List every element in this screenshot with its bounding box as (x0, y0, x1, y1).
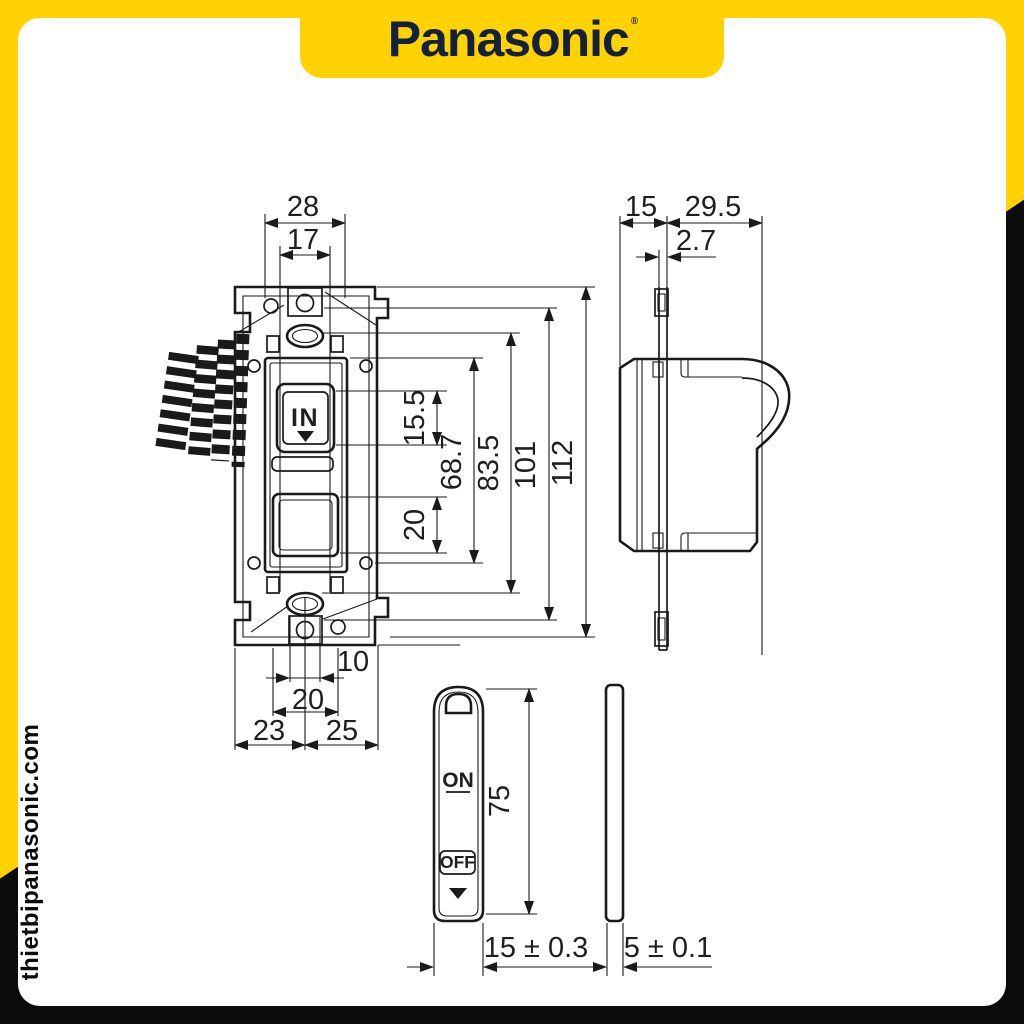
panasonic-logo: Panasonic (387, 11, 630, 67)
handle-on-label: ON (442, 769, 474, 792)
handle-profile-view: 5 ± 0.1 (582, 683, 712, 976)
in-button: IN (275, 382, 336, 454)
dim-10: 10 (337, 646, 369, 678)
in-button-label: IN (291, 404, 319, 432)
dim-15-5: 15.5 (399, 390, 431, 446)
down-arrow-icon (297, 431, 314, 442)
dim-68-7: 68.7 (436, 434, 468, 490)
registered-mark: ® (630, 15, 639, 27)
mounting-tabs (266, 335, 344, 594)
plate-inner-edge (242, 295, 370, 638)
dim-5-01: 5 ± 0.1 (624, 932, 712, 964)
module-frame (247, 356, 373, 574)
front-view-dimensions: 28 17 15.5 20 68.7 83.5 (234, 191, 595, 750)
brand-banner: Panasonic ® (300, 0, 724, 78)
latch-hook (741, 377, 779, 438)
dim-75: 75 (484, 785, 516, 817)
handle-outline (432, 685, 485, 923)
handle-hole (444, 692, 473, 715)
mounting-plate-outline (233, 285, 390, 647)
dim-23: 23 (253, 715, 285, 747)
side-body (618, 357, 791, 553)
dim-28: 28 (287, 191, 319, 223)
front-view: IN (155, 285, 390, 647)
side-flange (654, 287, 669, 651)
dim-15-03: 15 ± 0.3 (484, 932, 589, 964)
side-view-dimensions: 15 29.5 2.7 (619, 191, 763, 655)
dim-101: 101 (510, 441, 542, 489)
dim-25: 25 (326, 715, 358, 747)
side-view: 15 29.5 2.7 (618, 191, 791, 655)
dim-2-7: 2.7 (676, 225, 716, 257)
profile-dimensions: 5 ± 0.1 (582, 923, 712, 976)
dim-20-bottom: 20 (292, 684, 324, 716)
dim-83-5: 83.5 (473, 435, 505, 491)
dim-17: 17 (287, 224, 319, 256)
profile-bar (604, 683, 625, 923)
dim-29-5: 29.5 (685, 191, 741, 223)
handle-view: ON OFF 75 15 ± 0.3 (407, 685, 592, 976)
dim-112: 112 (547, 440, 579, 486)
handle-off-label: OFF (440, 852, 475, 872)
indicator-slot (271, 456, 334, 472)
lower-window (271, 492, 340, 558)
dim-15: 15 (625, 191, 657, 223)
top-oval-slot (285, 323, 325, 349)
watermark-text: thietbipanasonic.com (17, 724, 44, 981)
handle-down-arrow-icon (449, 888, 467, 899)
dim-20-window: 20 (399, 509, 431, 541)
handle-off-box (439, 850, 476, 875)
handle-dimensions: 75 15 ± 0.3 (407, 688, 592, 976)
wire-bundle (155, 333, 250, 468)
